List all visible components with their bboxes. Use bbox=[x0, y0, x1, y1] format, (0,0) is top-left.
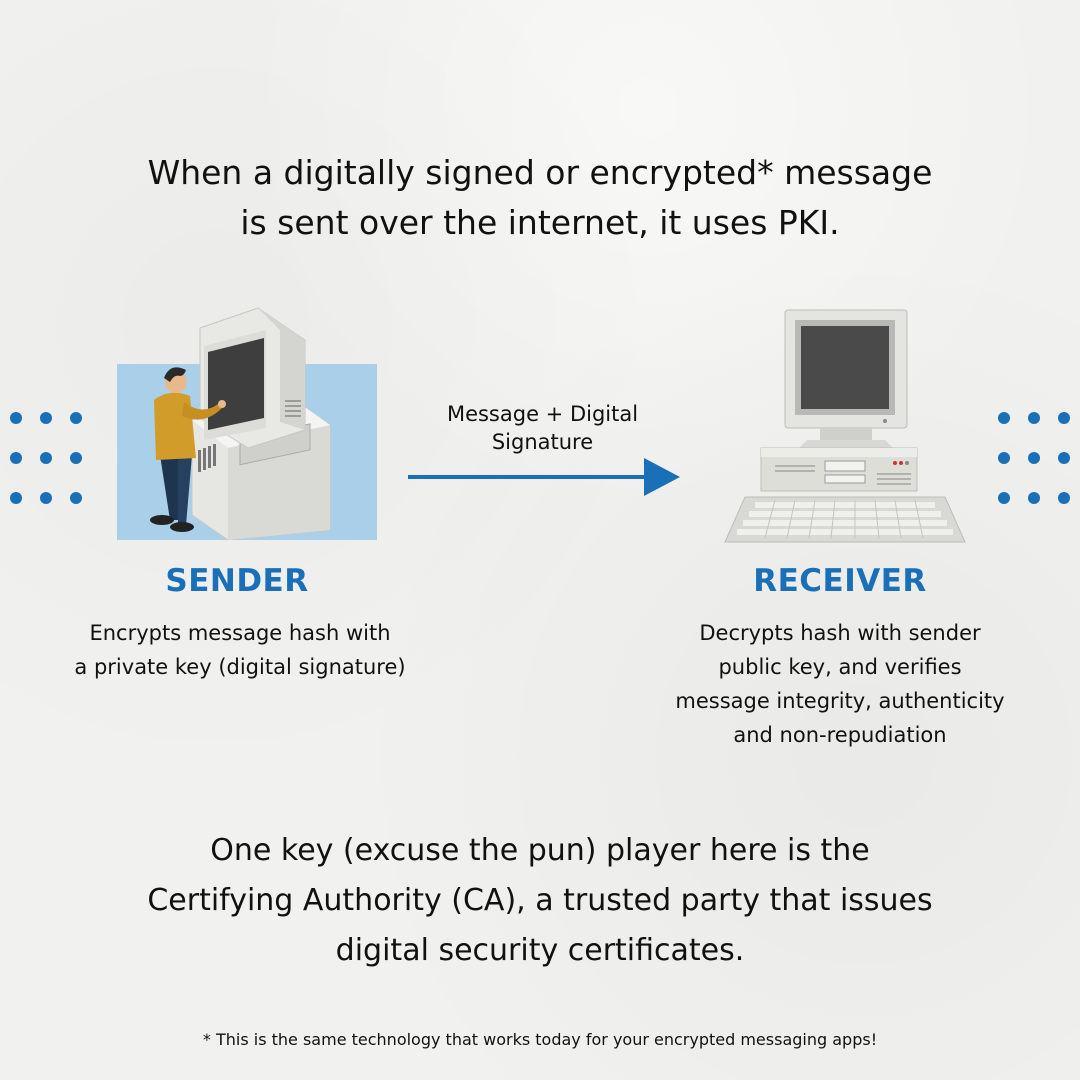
dot bbox=[10, 492, 22, 504]
dot bbox=[1058, 452, 1070, 464]
headline-line-1: When a digitally signed or encrypted* me… bbox=[147, 153, 933, 192]
sender-desc-line-2: a private key (digital signature) bbox=[74, 655, 406, 679]
footnote: * This is the same technology that works… bbox=[202, 1030, 878, 1049]
dot bbox=[70, 412, 82, 424]
dot bbox=[998, 492, 1010, 504]
dot bbox=[1028, 492, 1040, 504]
dot bbox=[10, 412, 22, 424]
dot bbox=[998, 412, 1010, 424]
receiver-desc-line-1: Decrypts hash with sender bbox=[699, 621, 981, 645]
dot bbox=[40, 452, 52, 464]
receiver-desc-line-2: public key, and verifies bbox=[718, 655, 962, 679]
receiver-title: RECEIVER bbox=[753, 563, 927, 599]
receiver-description: Decrypts hash with sender public key, an… bbox=[630, 616, 1050, 752]
dot bbox=[10, 452, 22, 464]
keyboard-icon bbox=[724, 496, 966, 543]
person-icon bbox=[150, 367, 226, 532]
sender-desc-line-1: Encrypts message hash with bbox=[89, 621, 391, 645]
sender-computer-icon bbox=[191, 307, 331, 540]
closing-line-2: Certifying Authority (CA), a trusted par… bbox=[147, 883, 933, 918]
left-dot-grid bbox=[10, 412, 82, 504]
arrow-label-line-1: Message + Digital bbox=[446, 402, 639, 426]
dot bbox=[1028, 412, 1040, 424]
arrow-label-line-2: Signature bbox=[491, 430, 594, 454]
sender-title: SENDER bbox=[165, 563, 309, 599]
dot bbox=[40, 412, 52, 424]
arrow-right-icon bbox=[408, 458, 680, 496]
dot bbox=[1058, 492, 1070, 504]
closing-statement: One key (excuse the pun) player here is … bbox=[60, 826, 1020, 976]
dot bbox=[1028, 452, 1040, 464]
closing-line-1: One key (excuse the pun) player here is … bbox=[210, 833, 870, 868]
dot bbox=[1058, 412, 1070, 424]
closing-line-3: digital security certificates. bbox=[335, 933, 745, 968]
receiver-computer-icon bbox=[760, 309, 918, 492]
receiver-desc-line-4: and non-repudiation bbox=[733, 723, 947, 747]
right-dot-grid bbox=[998, 412, 1070, 504]
dot bbox=[40, 492, 52, 504]
dot bbox=[70, 452, 82, 464]
dot bbox=[998, 452, 1010, 464]
headline: When a digitally signed or encrypted* me… bbox=[90, 148, 990, 248]
headline-line-2: is sent over the internet, it uses PKI. bbox=[240, 203, 840, 242]
receiver-desc-line-3: message integrity, authenticity bbox=[675, 689, 1005, 713]
arrow-label: Message + Digital Signature bbox=[400, 400, 685, 456]
dot bbox=[70, 492, 82, 504]
sender-description: Encrypts message hash with a private key… bbox=[30, 616, 450, 684]
